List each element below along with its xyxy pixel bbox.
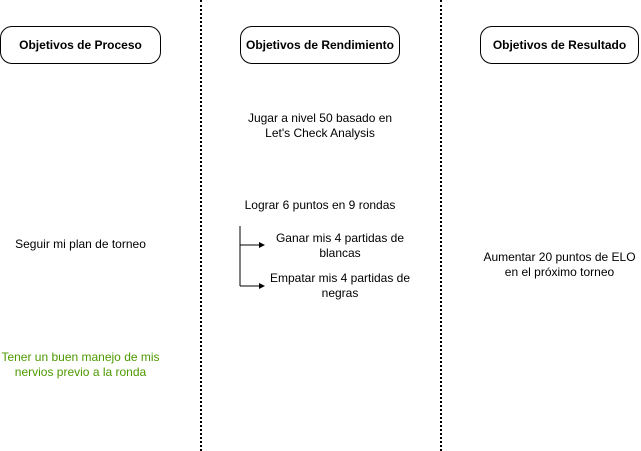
header-result-goals: Objetivos de Resultado: [480, 26, 639, 64]
performance-goal-level: Jugar a nivel 50 basado en Let's Check A…: [247, 111, 393, 140]
header-performance-goals: Objetivos de Rendimiento: [240, 26, 400, 64]
column-divider-right: [440, 0, 442, 451]
process-goal-tournament-plan: Seguir mi plan de torneo: [15, 237, 146, 251]
column-divider-left: [200, 0, 202, 451]
performance-subgoal-white: Ganar mis 4 partidas de blancas: [275, 231, 405, 260]
process-goal-nerves: Tener un buen manejo de mis nervios prev…: [1, 350, 160, 379]
performance-subgoal-black: Empatar mis 4 partidas de negras: [269, 271, 411, 300]
header-process-goals: Objetivos de Proceso: [0, 26, 161, 64]
performance-goal-points: Lograr 6 puntos en 9 rondas: [244, 198, 396, 212]
result-goal-elo: Aumentar 20 puntos de ELO en el próximo …: [483, 250, 636, 279]
